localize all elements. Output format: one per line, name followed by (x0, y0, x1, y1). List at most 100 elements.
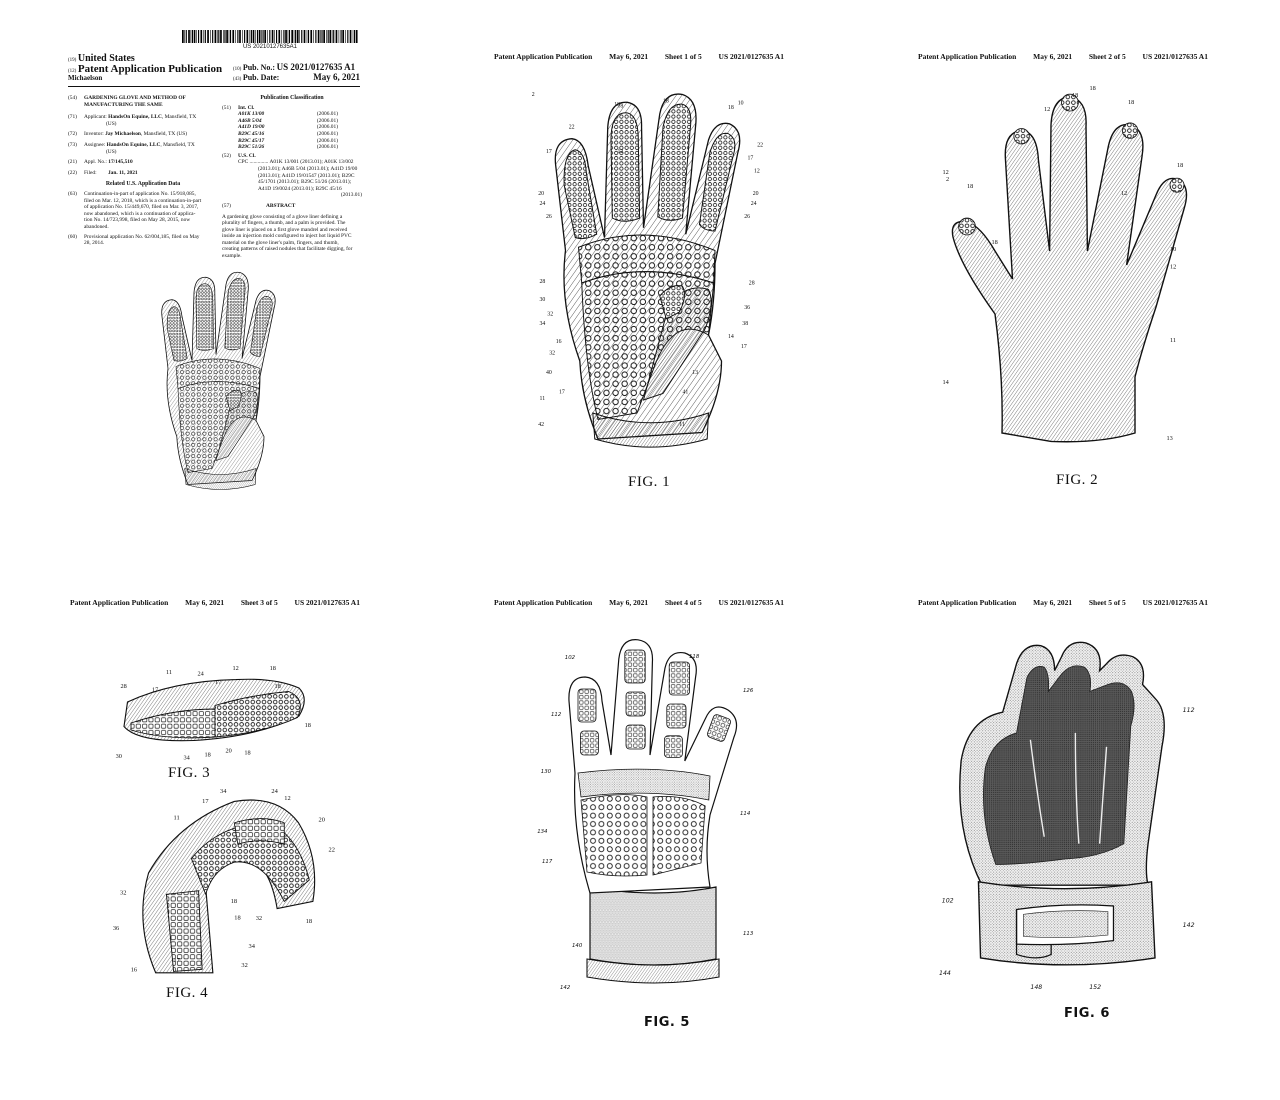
barcode-bar (333, 30, 335, 43)
pub-class-head: Publication Classification (260, 95, 324, 101)
barcode-bar (255, 30, 256, 43)
barcode-bar (218, 30, 220, 43)
barcode-bar (276, 30, 278, 43)
fig-6-caption: FIG. 6 (1064, 1006, 1110, 1021)
barcode-bar (256, 30, 259, 43)
int-cl-row: A46B 5/04(2006.01) (238, 117, 338, 124)
barcode-bar (321, 30, 323, 43)
reference-numeral: 20 (226, 747, 232, 754)
reference-numeral: 32 (256, 915, 262, 922)
reference-numeral: 11 (1170, 337, 1176, 344)
barcode-bar (184, 30, 185, 43)
barcode-bar (338, 30, 340, 43)
inventor-surname: Michaelson (68, 74, 103, 82)
reference-numeral: 40 (546, 370, 552, 376)
barcode-bar (281, 30, 283, 43)
reference-numeral: 26 (546, 214, 552, 220)
reference-numeral: 22 (757, 143, 763, 149)
reference-numeral: 17 (748, 156, 754, 162)
barcode-bar (220, 30, 222, 43)
reference-numeral: 17 (174, 957, 181, 964)
reference-numeral: 16 (131, 966, 138, 973)
reference-numeral: 20 (753, 191, 759, 197)
reference-numeral: 17 (202, 798, 209, 805)
barcode-bar (271, 30, 274, 43)
related-head: Related U.S. Application Data (105, 181, 181, 188)
reference-numeral: 36 (113, 925, 120, 932)
reference-numeral: 12 (754, 169, 760, 175)
front-page-drawing (161, 271, 276, 490)
barcode-bar (326, 30, 327, 43)
barcode-bar (335, 30, 338, 43)
reference-numeral: 18 (663, 98, 669, 104)
barcode-bar (354, 30, 356, 43)
country-line: (19) United States (68, 53, 135, 64)
reference-numeral: 24 (198, 670, 205, 677)
reference-numeral: 112 (1183, 707, 1195, 714)
reference-numeral: 32 (549, 351, 555, 357)
int-cl-row: A01K 13/00(2006.01) (238, 111, 338, 118)
reference-numeral: 42 (538, 422, 544, 428)
reference-numeral: 32 (241, 962, 247, 969)
int-cl-block: (51)Int. Cl. A01K 13/00(2006.01)A46B 5/0… (222, 104, 338, 151)
reference-numeral: 18 (967, 183, 973, 190)
reference-numeral: 24 (271, 788, 278, 795)
reference-numeral: 11 (166, 669, 172, 676)
reference-numeral: 113 (743, 931, 754, 937)
reference-numeral: 13 (692, 370, 698, 376)
fig-4-caption: FIG. 4 (166, 985, 209, 1001)
reference-numeral: 30 (540, 297, 546, 303)
reference-numeral: 18 (1128, 99, 1134, 106)
reference-numeral: 17 (741, 344, 747, 350)
barcode-bar (299, 30, 300, 43)
barcode-bar (329, 30, 332, 43)
barcode-bar (261, 30, 262, 43)
reference-numeral: 118 (689, 654, 700, 660)
barcode-bar (216, 30, 218, 43)
barcode-bar (310, 30, 313, 43)
reference-numeral: 32 (120, 889, 126, 896)
reference-numeral: 18 (306, 918, 312, 925)
barcode-bar (352, 30, 354, 43)
barcode-bar (214, 30, 217, 43)
barcode-bar (285, 30, 287, 43)
reference-numeral: 142 (560, 985, 571, 991)
reference-numeral: 148 (1030, 984, 1042, 991)
reference-numeral: 18 (1072, 92, 1078, 99)
reference-numeral: 12 (1044, 106, 1050, 113)
reference-numeral: 18 (275, 683, 281, 690)
barcode-bar (212, 30, 214, 43)
reference-numeral: 12 (1121, 190, 1127, 197)
reference-numeral: 11 (679, 422, 685, 428)
reference-numeral: 152 (1089, 984, 1101, 991)
fig-2-caption: FIG. 2 (1056, 472, 1099, 488)
barcode-bar (313, 30, 314, 43)
reference-numeral: 14 (728, 334, 734, 340)
reference-numeral: 18 (1177, 162, 1183, 169)
reference-numeral: 12 (284, 795, 290, 802)
barcode-bar (267, 30, 268, 43)
reference-numeral: 24 (751, 201, 757, 207)
barcode-bar (185, 30, 187, 43)
reference-numeral: 20 (538, 191, 544, 197)
barcode-bar (327, 30, 329, 43)
appl-no-block: (21)Appl. No.: 17/145,510 (68, 159, 133, 166)
reference-numeral: 34 (249, 943, 256, 950)
barcode-bar (303, 30, 306, 43)
barcode-bar (296, 30, 299, 43)
int-cl-row: B29C 45/16(2006.01) (238, 130, 338, 137)
reference-numeral: 17 (546, 149, 552, 155)
barcode-bar (295, 30, 297, 43)
barcode-bar (287, 30, 289, 43)
reference-numeral: 18 (1090, 85, 1096, 92)
pub-no-line: (10) Pub. No.: US 2021/0127635 A1 (233, 62, 356, 73)
int-cl-row: B29C 51/26(2006.01) (238, 144, 338, 151)
barcode-bar (226, 30, 228, 43)
